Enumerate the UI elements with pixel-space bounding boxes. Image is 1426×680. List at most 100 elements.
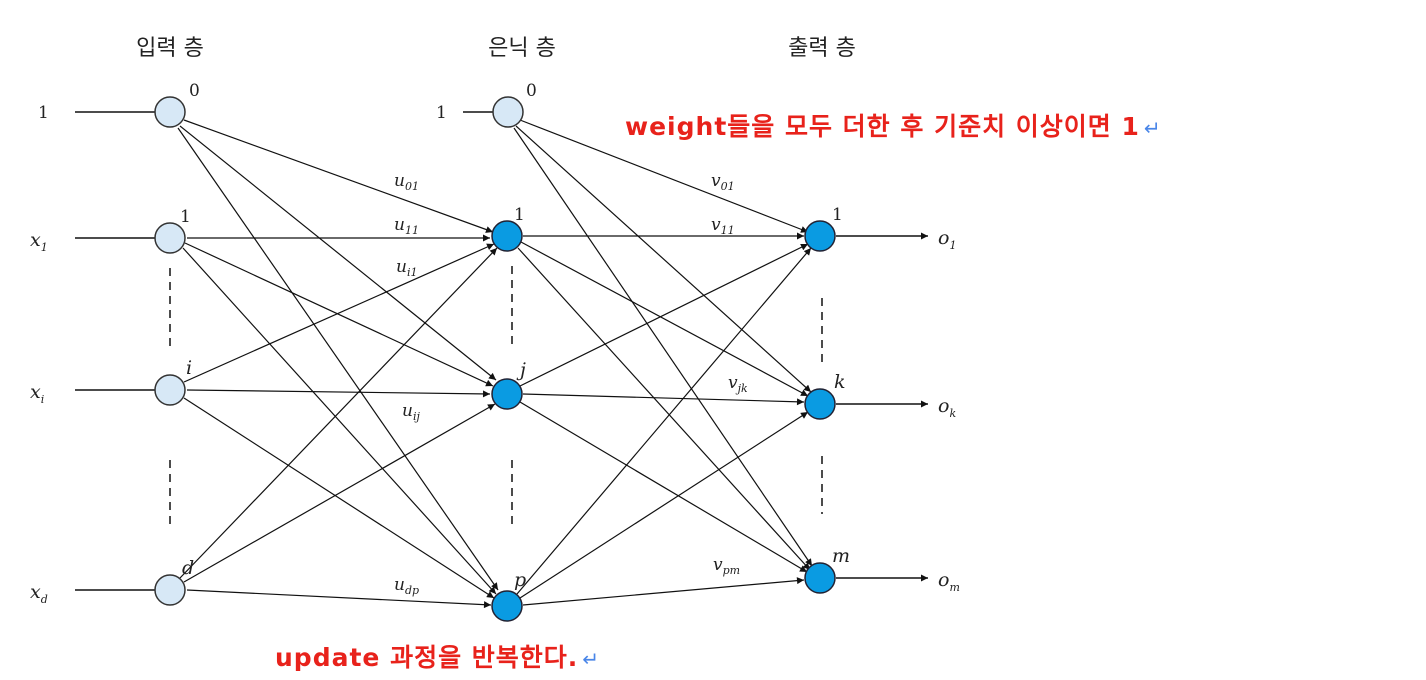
input-node-d xyxy=(154,574,186,606)
node-label-ok: k xyxy=(834,371,846,393)
weight-label-vpm: vpm xyxy=(713,555,740,577)
output-label-o1: o1 xyxy=(938,227,956,252)
u01-symbol: u xyxy=(394,171,405,191)
xd-symbol: x xyxy=(30,581,41,603)
uij-subscript: ij xyxy=(413,410,421,423)
output-arrows xyxy=(836,232,928,582)
node-label-h0: 0 xyxy=(526,81,537,101)
node-label-in1: 1 xyxy=(180,207,191,227)
vjk-symbol: v xyxy=(728,373,738,393)
vpm-subscript: pm xyxy=(723,564,740,577)
note-top: weight들을 모두 더한 후 기준치 이상이면 1↵ xyxy=(625,107,1162,143)
edge-ind-hp xyxy=(186,589,492,609)
node-label-ini: i xyxy=(186,357,192,379)
weight-label-v01: v01 xyxy=(711,171,735,193)
ui1-symbol: u xyxy=(396,257,407,277)
edge-h0-o1 xyxy=(519,119,809,233)
node-label-h1: 1 xyxy=(514,205,525,225)
output-label-om: om xyxy=(938,569,960,594)
u11-subscript: 11 xyxy=(405,224,419,237)
u01-subscript: 01 xyxy=(405,180,419,193)
v11-symbol: v xyxy=(711,215,721,235)
weight-label-u01: u01 xyxy=(394,171,419,193)
vjk-subscript: jk xyxy=(735,382,748,395)
edge-in1-hj xyxy=(184,242,494,387)
hidden-layer-title: 은닉 층 xyxy=(488,36,556,61)
om-subscript: m xyxy=(949,581,959,594)
v01-subscript: 01 xyxy=(721,180,735,193)
node-label-om: m xyxy=(832,545,850,567)
edge-h0-om xyxy=(513,127,813,567)
edge-ini-hp xyxy=(183,397,495,599)
node-label-hp: p xyxy=(514,569,526,591)
weight-label-ui1: ui1 xyxy=(396,257,417,279)
node-label-o1: 1 xyxy=(832,205,843,225)
x1-symbol: x xyxy=(30,229,41,251)
output-label-ok: ok xyxy=(938,395,956,420)
om-symbol: o xyxy=(938,569,949,591)
edge-in0-hj xyxy=(179,125,497,381)
edge-hp-ok xyxy=(519,411,809,599)
hidden-node-1 xyxy=(491,220,523,252)
hidden-node-j xyxy=(491,378,523,410)
u11-symbol: u xyxy=(394,215,405,235)
edge-hj-om xyxy=(519,401,808,573)
hidden-bias-label: 1 xyxy=(436,103,447,123)
edge-h1-ok xyxy=(520,241,809,397)
vpm-symbol: v xyxy=(713,555,723,575)
ok-subscript: k xyxy=(949,407,956,420)
weight-label-vjk: vjk xyxy=(728,373,748,395)
weight-label-udp: udp xyxy=(394,575,419,597)
note-top-text: weight들을 모두 더한 후 기준치 이상이면 1 xyxy=(625,112,1140,141)
uij-symbol: u xyxy=(402,401,413,421)
node-label-hj: j xyxy=(516,359,526,381)
return-mark-icon: ↵ xyxy=(1143,116,1162,140)
xd-subscript: d xyxy=(41,593,48,606)
ui1-subscript: i1 xyxy=(407,266,418,279)
input-label-xd: xd xyxy=(30,581,48,606)
weight-label-v11: v11 xyxy=(711,215,735,237)
output-node-m xyxy=(804,562,836,594)
output-layer-title: 출력 층 xyxy=(788,36,856,61)
edge-ini-hj xyxy=(186,389,491,398)
input-nodes xyxy=(154,96,524,606)
o1-symbol: o xyxy=(938,227,949,249)
xi-subscript: i xyxy=(41,393,45,406)
input-hidden-connections xyxy=(177,119,499,609)
input-label-x1: x1 xyxy=(30,229,48,254)
output-node-k xyxy=(804,388,836,420)
edge-ini-h1 xyxy=(183,243,495,383)
udp-subscript: dp xyxy=(405,584,419,597)
v01-symbol: v xyxy=(711,171,721,191)
hidden-node-p xyxy=(491,590,523,622)
input-node-0 xyxy=(154,96,186,128)
edge-ind-hj xyxy=(183,403,496,583)
input-node-i xyxy=(154,374,186,406)
ok-symbol: o xyxy=(938,395,949,417)
input-label-xi: xi xyxy=(30,381,44,406)
v11-subscript: 11 xyxy=(721,224,735,237)
udp-symbol: u xyxy=(394,575,405,595)
edge-h0-ok xyxy=(515,125,812,393)
input-layer-title: 입력 층 xyxy=(136,36,204,61)
hidden-output-nodes xyxy=(491,220,836,622)
hidden-bias-node-0 xyxy=(492,96,524,128)
output-node-1 xyxy=(804,220,836,252)
edge-hp-o1 xyxy=(516,247,812,595)
note-bottom: update 과정을 반복한다.↵ xyxy=(275,638,600,674)
hidden-output-connections xyxy=(513,119,813,606)
weight-label-u11: u11 xyxy=(394,215,419,237)
edge-hj-o1 xyxy=(519,243,809,387)
edge-in0-h1 xyxy=(183,119,494,233)
ellipsis-dashes xyxy=(169,266,823,530)
input-label-bias: 1 xyxy=(38,103,49,123)
edge-in1-hp xyxy=(182,247,497,595)
edge-ind-h1 xyxy=(179,247,498,579)
note-bottom-text: update 과정을 반복한다. xyxy=(275,643,579,672)
o1-subscript: 1 xyxy=(949,239,956,252)
edge-h1-om xyxy=(517,247,811,571)
edge-hj-ok xyxy=(522,393,805,406)
input-node-1 xyxy=(154,222,186,254)
xi-symbol: x xyxy=(30,381,41,403)
